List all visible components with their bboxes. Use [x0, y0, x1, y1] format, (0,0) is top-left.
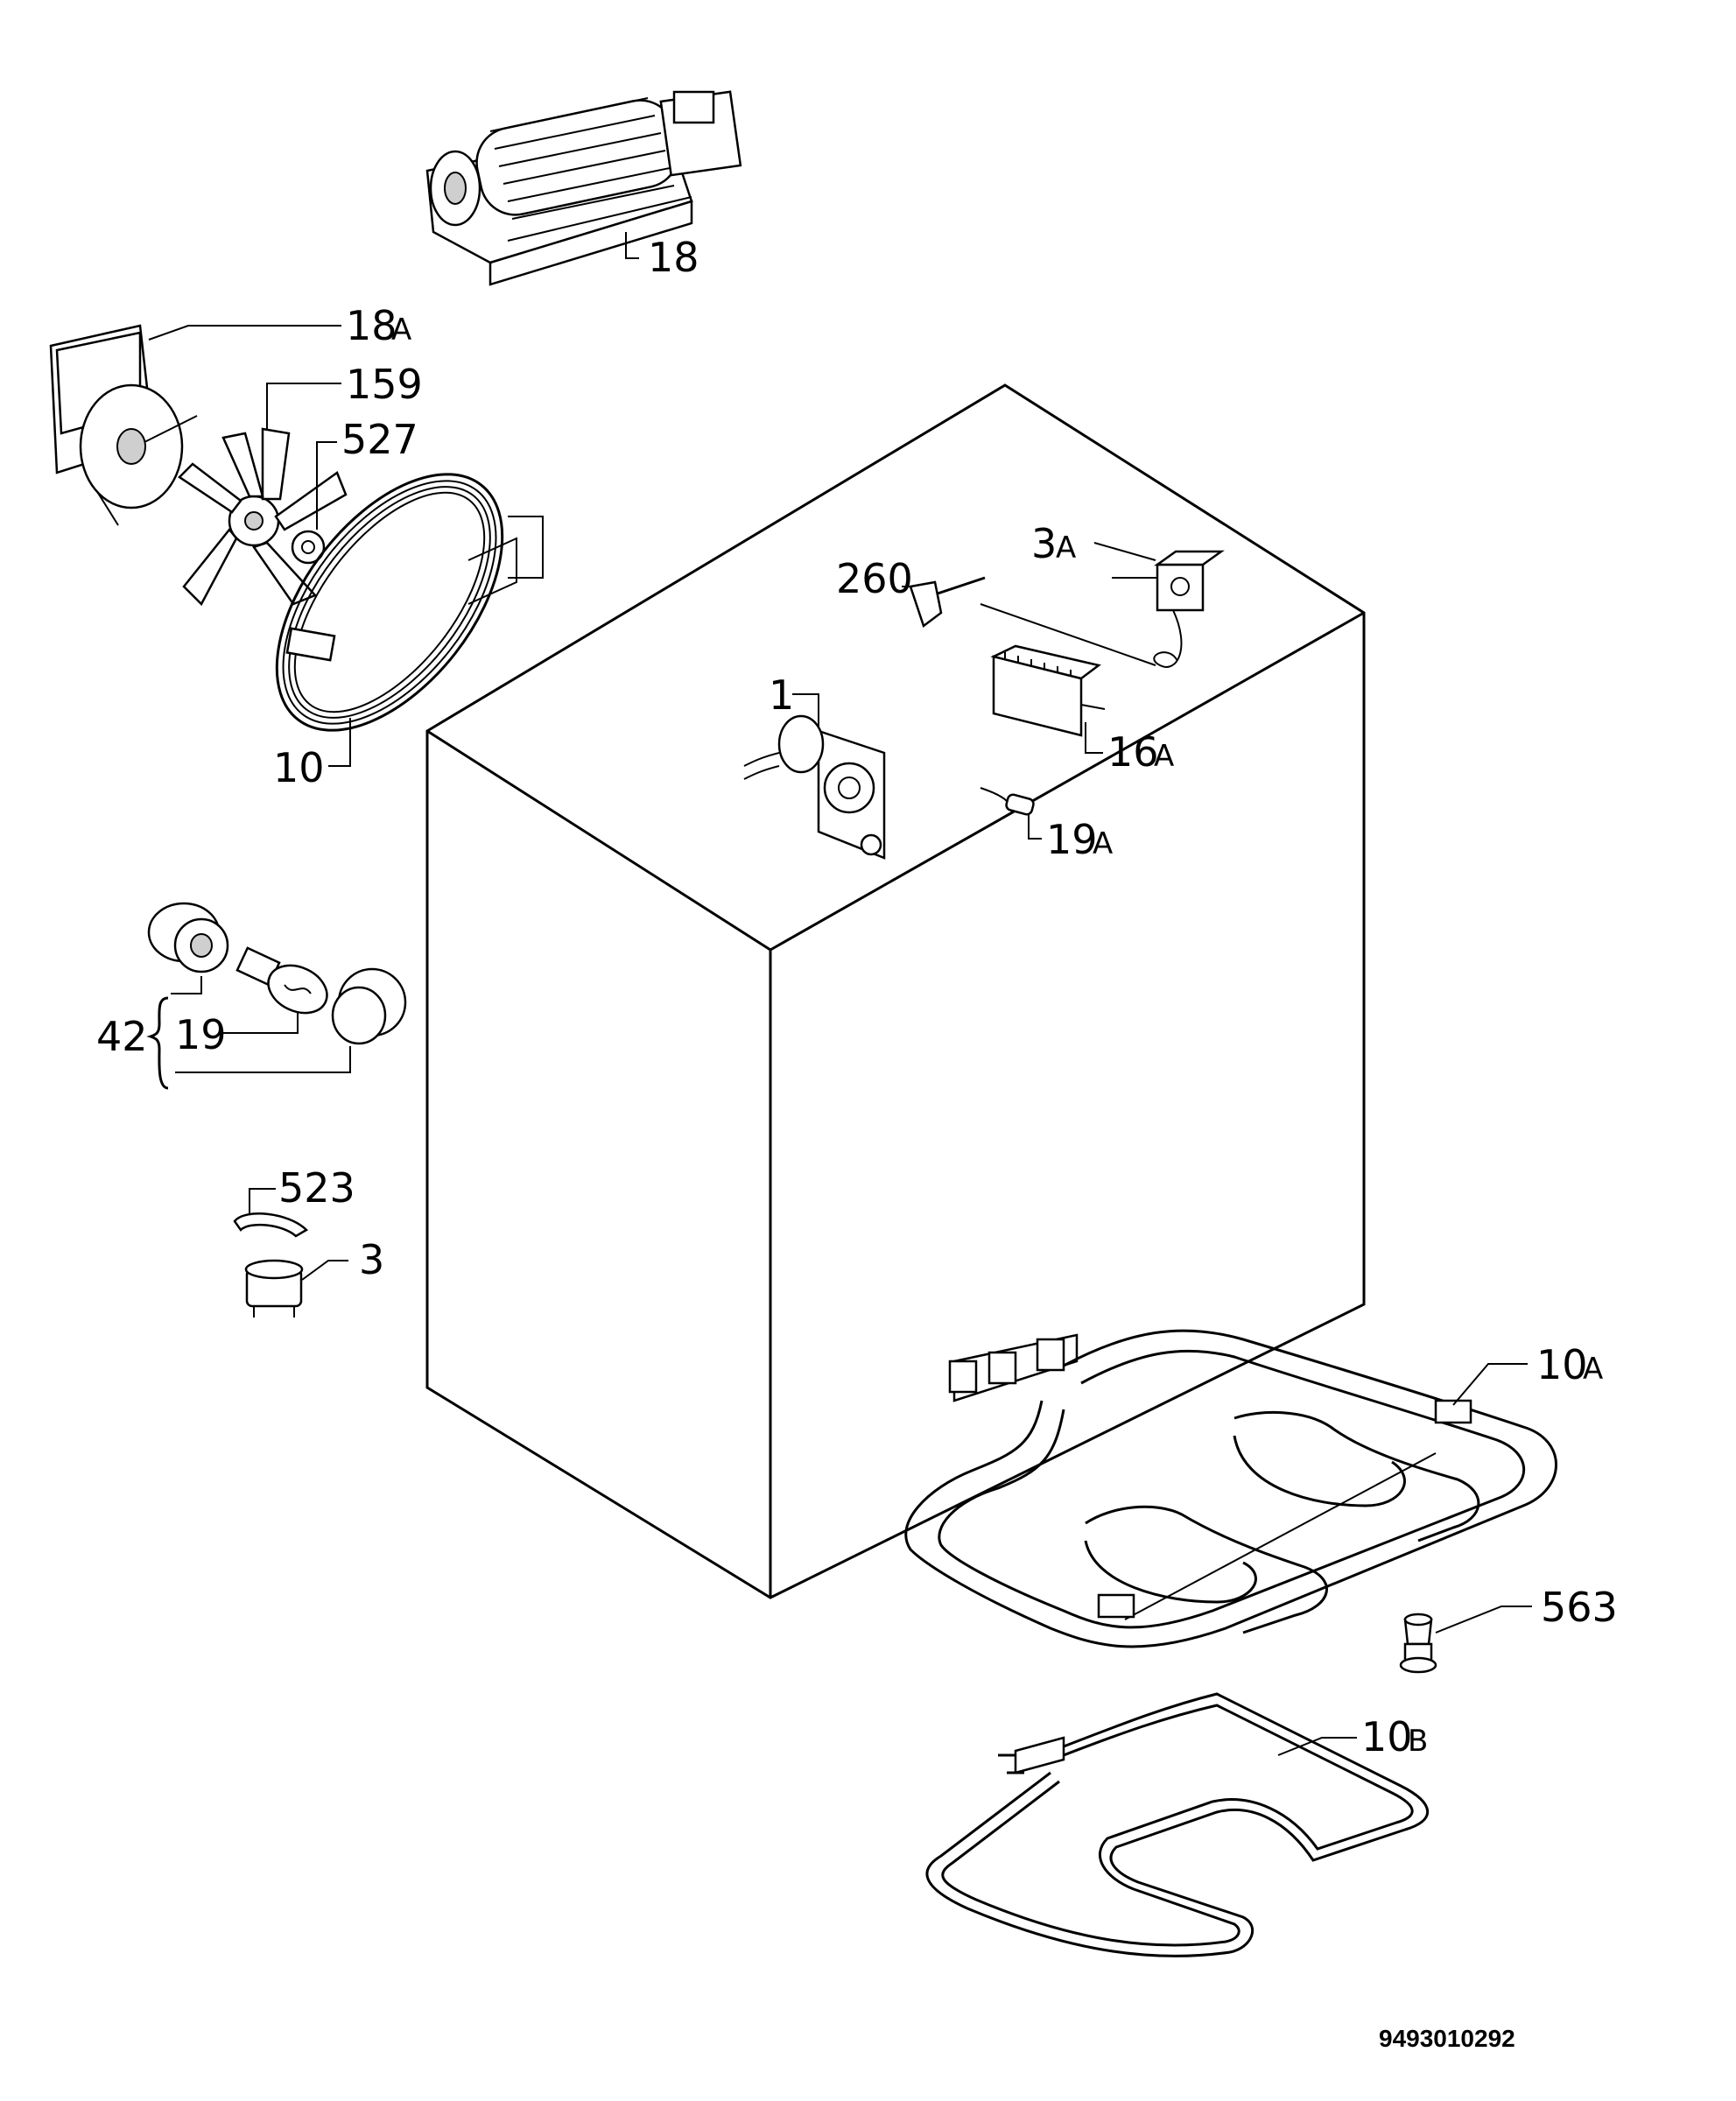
label-18A-number: 18: [346, 302, 397, 349]
label-19: 19: [175, 1011, 227, 1058]
probe: [909, 576, 986, 629]
label-527: 527: [341, 416, 418, 463]
foot: [1399, 1613, 1437, 1674]
bottom-element: [925, 1692, 1430, 1957]
fan-motor-assembly: [49, 324, 198, 526]
label-16A-number: 16: [1107, 728, 1159, 776]
label-10B-number: 10: [1361, 1713, 1413, 1760]
lamp-bulb: [235, 946, 328, 1015]
label-19A-number: 19: [1046, 816, 1098, 863]
label-10B-letter: B: [1408, 1724, 1428, 1759]
safety-thermostat: [244, 1259, 304, 1318]
label-10A-number: 10: [1536, 1341, 1588, 1388]
thermostat: [980, 550, 1225, 668]
grill-element: [904, 1329, 1557, 1648]
ring-element: [275, 473, 544, 732]
timer: [743, 714, 886, 860]
label-16A-letter: A: [1154, 739, 1174, 774]
label-42: 42: [96, 1013, 148, 1060]
label-10: 10: [273, 744, 325, 791]
lamp-holder: [147, 902, 229, 973]
label-3A-number: 3: [1031, 520, 1057, 567]
fan-nut: [291, 530, 326, 565]
indicator-lamp: [980, 787, 1035, 816]
label-3: 3: [359, 1236, 384, 1283]
label-563: 563: [1541, 1584, 1618, 1631]
label-18: 18: [648, 234, 699, 281]
lamp-assembly-brace: [146, 996, 169, 1090]
label-260: 260: [836, 555, 913, 602]
label-159: 159: [346, 361, 423, 408]
label-3A-letter: A: [1056, 531, 1076, 566]
tangential-fan-motor: [425, 90, 742, 286]
label-523: 523: [278, 1164, 355, 1212]
lamp-cover: [331, 967, 407, 1045]
document-number: 9493010292: [1379, 2025, 1515, 2052]
label-1: 1: [769, 671, 794, 719]
clip: [233, 1212, 309, 1238]
selector-switch: [990, 644, 1106, 737]
label-19A-letter: A: [1093, 826, 1113, 861]
label-10A-letter: A: [1583, 1352, 1603, 1387]
fan-blade: [178, 427, 348, 607]
oven-cabinet: [425, 383, 1366, 1599]
label-18A-letter: A: [391, 313, 411, 348]
